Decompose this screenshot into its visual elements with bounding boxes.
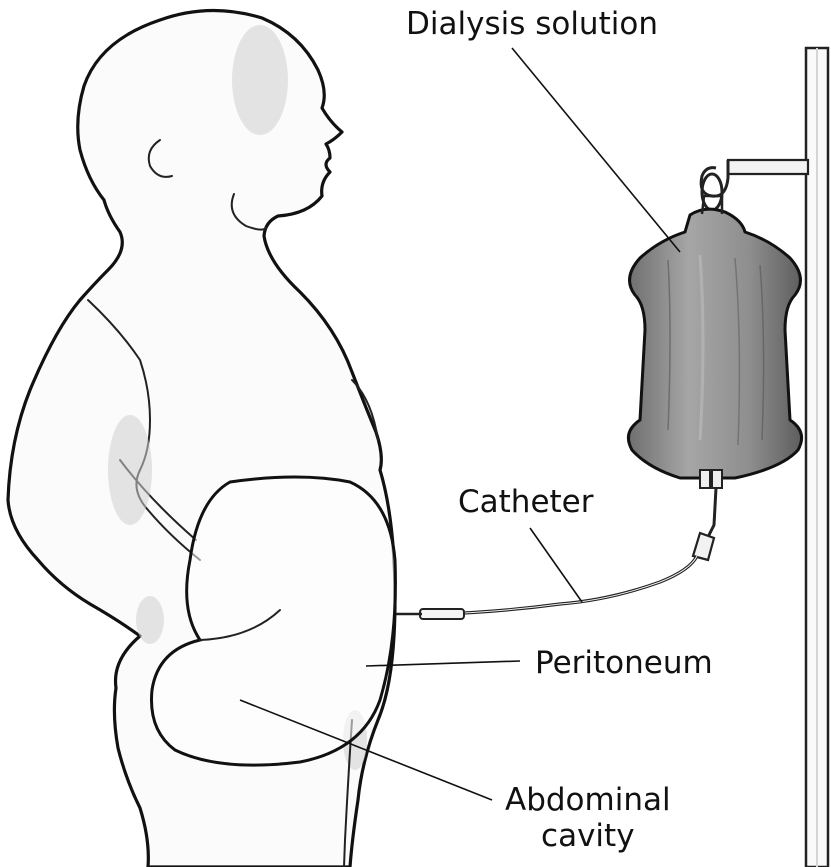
label-catheter: Catheter: [458, 484, 594, 520]
leader-catheter: [530, 528, 582, 602]
dialysis-bag: [628, 196, 801, 488]
leader-dialysis: [512, 48, 680, 252]
label-abdominal-line2: cavity: [505, 818, 671, 854]
label-peritoneum: Peritoneum: [535, 645, 713, 681]
label-abdominal-line1: Abdominal: [505, 782, 671, 818]
label-abdominal-cavity: Abdominal cavity: [505, 782, 671, 854]
label-dialysis-solution: Dialysis solution: [406, 6, 658, 42]
